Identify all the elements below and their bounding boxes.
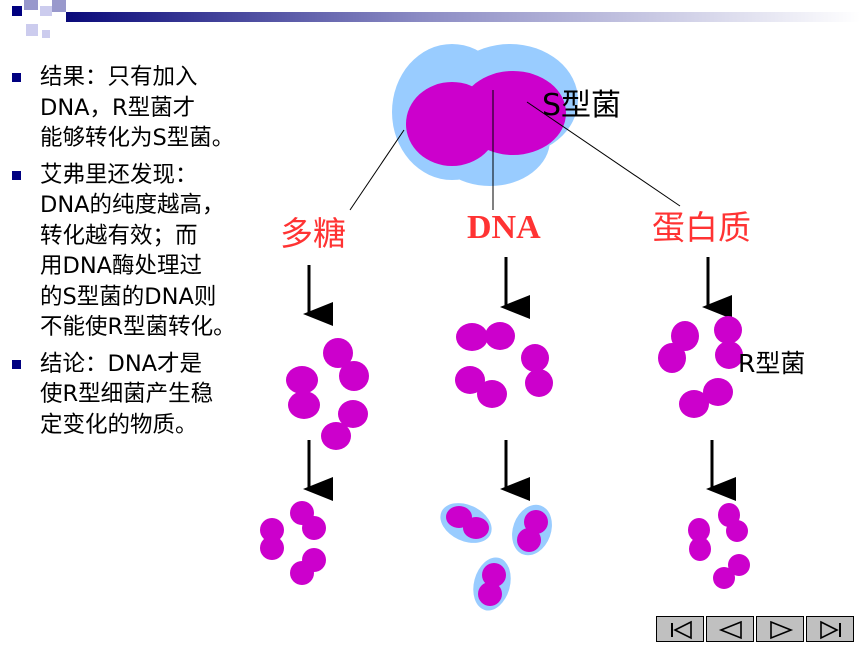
next-slide-icon bbox=[770, 620, 794, 640]
label-dna: DNA bbox=[467, 209, 541, 246]
first-slide-button[interactable] bbox=[656, 616, 704, 642]
previous-slide-icon bbox=[718, 620, 742, 640]
previous-slide-button[interactable] bbox=[706, 616, 754, 642]
last-slide-button[interactable] bbox=[806, 616, 854, 642]
r-bacteria-group-dna bbox=[455, 322, 553, 408]
label-polysaccharide: 多糖 bbox=[280, 214, 346, 253]
leader-line-polysaccharide bbox=[349, 129, 405, 211]
result-bacteria-dna bbox=[440, 503, 552, 611]
bullet-conclusion: 结论：DNA才是 使R型细菌产生稳 定变化的物质。 bbox=[10, 349, 310, 441]
s-bacterium bbox=[392, 44, 578, 186]
bullet-text: 艾弗里还发现： DNA的纯度越高， 转化越有效；而 用DNA酶处理过 的S型菌的… bbox=[40, 161, 236, 341]
result-bacteria-protein bbox=[688, 503, 750, 589]
top-decor-bar bbox=[0, 0, 860, 38]
label-s-bacteria: S型菌 bbox=[542, 88, 622, 123]
bullet-square-icon bbox=[12, 73, 21, 82]
first-slide-icon bbox=[671, 620, 692, 640]
title-gradient-bar bbox=[66, 12, 860, 22]
bullet-square-icon bbox=[12, 170, 21, 180]
leader-line-protein bbox=[526, 101, 681, 207]
next-slide-button[interactable] bbox=[756, 616, 804, 642]
decor-square bbox=[12, 6, 22, 16]
label-r-bacteria: R型菌 bbox=[738, 349, 806, 378]
bullet-discovery: 艾弗里还发现： DNA的纯度越高， 转化越有效；而 用DNA酶处理过 的S型菌的… bbox=[10, 160, 310, 343]
r-bacteria-group-polysaccharide bbox=[286, 338, 369, 450]
bullet-result: 结果：只有加入 DNA，R型菌才 能够转化为S型菌。 bbox=[10, 62, 310, 154]
result-bacteria-polysaccharide bbox=[260, 501, 326, 585]
slide-navigation bbox=[656, 616, 856, 642]
bullet-text: 结果：只有加入 DNA，R型菌才 能够转化为S型菌。 bbox=[40, 64, 235, 151]
bullet-square-icon bbox=[12, 359, 21, 369]
bullet-text: 结论：DNA才是 使R型细菌产生稳 定变化的物质。 bbox=[40, 350, 214, 438]
label-protein: 蛋白质 bbox=[652, 208, 751, 247]
r-bacteria-group-protein bbox=[658, 316, 743, 418]
bullet-list: 结果：只有加入 DNA，R型菌才 能够转化为S型菌。 艾弗里还发现： DNA的纯… bbox=[10, 62, 310, 446]
last-slide-icon bbox=[820, 620, 841, 640]
